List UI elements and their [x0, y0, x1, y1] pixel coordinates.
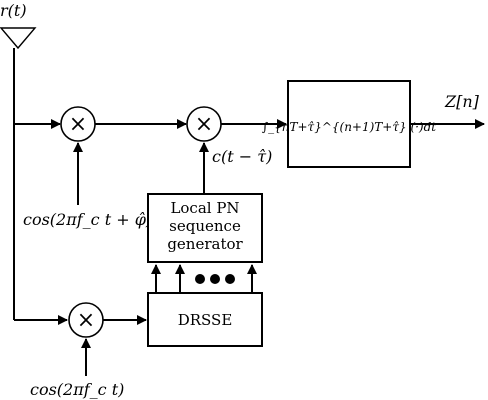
output-label: Z[n]	[444, 92, 480, 111]
ellipsis-dot-3	[225, 274, 235, 284]
bottom-mixer-symbol: ×	[77, 308, 95, 333]
integrator-label: ∫_{nT+τ̂}^{(n+1)T+τ̂} (·)dt	[262, 120, 436, 134]
pn-code-label: c(t − τ̂)	[212, 147, 272, 166]
drsse-label: DRSSE	[178, 311, 233, 329]
antenna-icon	[0, 27, 37, 50]
bottom-cos-label: cos(2πf_c t)	[30, 380, 124, 399]
pn-generator-line-1: Local PN	[170, 199, 239, 217]
drsse-box	[147, 292, 263, 347]
top-cos-label: cos(2πf_c t + φ̂)	[23, 210, 152, 229]
input-signal-label: r(t)	[0, 1, 27, 20]
pn-generator-line-2: sequence	[169, 217, 241, 235]
middle-mixer-symbol: ×	[195, 112, 213, 137]
pn-generator-line-3: generator	[167, 235, 243, 253]
top-mixer-symbol: ×	[69, 112, 87, 137]
ellipsis-dot-2	[210, 274, 220, 284]
ellipsis-dot-1	[195, 274, 205, 284]
